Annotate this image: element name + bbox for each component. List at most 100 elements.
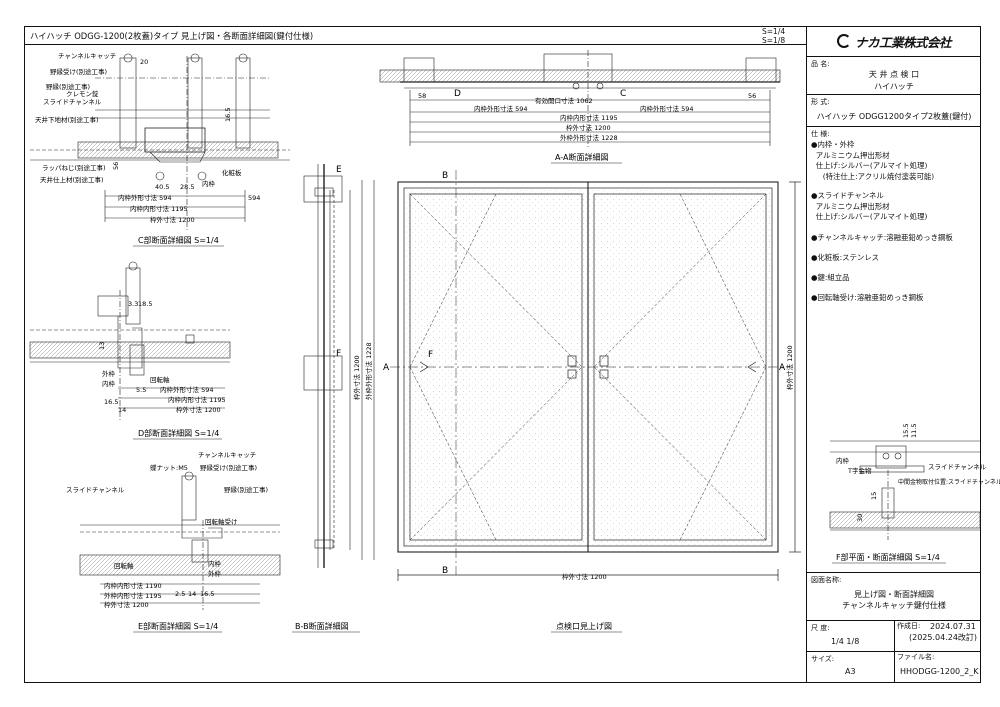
drawing-name-line2: チャンネルキャッチ鍵付仕様 xyxy=(842,601,946,610)
c-label-deco-plate: 化粧板 xyxy=(222,168,242,177)
aa-section-detail xyxy=(379,50,781,148)
bb-dim-1228: 外枠外形寸法 1228 xyxy=(364,342,373,400)
d-num-13: 13 xyxy=(98,342,106,350)
aa-dim-1062: 有効開口寸法 1062 xyxy=(535,96,593,105)
e-section-detail xyxy=(79,471,281,610)
c-dim-1195: 内枠内形寸法 1195 xyxy=(130,204,188,213)
e-label-nobuchi2: 野縁(別途工事) xyxy=(224,485,268,494)
c-section-detail xyxy=(30,53,290,230)
row-divider xyxy=(807,651,981,652)
drawing-name-label: 図面名称: xyxy=(811,576,842,584)
d-dim-594: 内枠外形寸法 594 xyxy=(160,385,213,394)
c-num-28-5: 28.5 xyxy=(180,183,194,191)
e-num-16-5: 16.5 xyxy=(200,590,214,598)
drawing-header-title: ハイハッチ ODGG-1200(2枚蓋)タイプ 見上げ図・各断面詳細図(鍵付仕様… xyxy=(30,31,314,41)
plan-dim-bottom: 枠外寸法 1200 xyxy=(562,572,607,581)
spec-item-slide-channel: ●スライドチャンネル アルミニウム押出形材 仕上げ:シルバー(アルマイト処理) xyxy=(811,191,928,222)
product-name-line2: ハイハッチ xyxy=(874,82,914,91)
header-scale-2: S=1/8 xyxy=(762,36,786,45)
model-label: 形 式: xyxy=(811,98,830,106)
date-value: 2024.07.31 xyxy=(930,622,976,631)
c-dim-594: 内枠外形寸法 594 xyxy=(118,193,171,202)
e-label-bearing: 回転軸受け xyxy=(205,517,238,526)
e-num-14: 14 xyxy=(188,590,196,598)
scale-value: 1/4 1/8 xyxy=(831,637,860,646)
spec-label: 仕 様: xyxy=(811,130,830,138)
d-label-inner: 内枠 xyxy=(102,379,116,388)
e-label-nobuchi: 野縁受け(別途工事) xyxy=(200,463,257,472)
c-num-20: 20 xyxy=(140,58,148,66)
size-label: サイズ: xyxy=(811,655,835,663)
bb-marker-e: E xyxy=(336,165,342,175)
file-label: ファイル名: xyxy=(897,653,935,661)
date-label: 作成日: xyxy=(897,622,921,630)
c-num-56: 56 xyxy=(112,162,120,170)
e-num-2-5: 2.5 xyxy=(175,590,185,598)
c-label-base: 天井下地材(別途工事) xyxy=(35,115,99,124)
f-num-30: 30 xyxy=(856,514,864,522)
d-dim-1200: 枠外寸法 1200 xyxy=(176,405,221,414)
f-num-11-5: 11.5 xyxy=(910,424,918,438)
bb-dim-1200: 枠外寸法 1200 xyxy=(352,355,361,400)
spec-item-lock: ●鍵:組立品 xyxy=(811,273,850,282)
c-label-nobuchi: 野縁受け(別途工事) xyxy=(50,67,107,76)
e-dim-1195: 外枠内形寸法 1195 xyxy=(104,591,162,600)
company-logo: ナカ工業株式会社 xyxy=(807,26,981,56)
size-value: A3 xyxy=(845,667,856,676)
f-label-slide: スライドチャンネル xyxy=(928,463,987,471)
d-label-outer: 外枠 xyxy=(102,369,116,378)
f-num-15-5: 15.5 xyxy=(902,424,910,438)
e-label-outer: 外枠 xyxy=(208,569,222,578)
c-label-inner-frame: 内枠 xyxy=(202,179,216,188)
d-num-14: 14 xyxy=(118,406,126,414)
aa-marker-c: C xyxy=(620,89,626,99)
d-num-16-5: 16.5 xyxy=(104,398,118,406)
f-section-detail xyxy=(829,440,981,540)
c-num-16-5: 16.5 xyxy=(224,108,232,122)
e-dim-1200: 枠外寸法 1200 xyxy=(104,600,149,609)
plan-marker-a-left: A xyxy=(383,363,390,373)
aa-dim-1200: 枠外寸法 1200 xyxy=(566,123,611,132)
spec-item-bearing: ●回転軸受け:溶融亜鉛めっき鋼板 xyxy=(811,293,924,302)
product-name-line1: 天 井 点 検 口 xyxy=(868,70,920,79)
e-label-slide: スライドチャンネル xyxy=(66,486,125,494)
d-dim-1195: 内枠内形寸法 1195 xyxy=(168,395,226,404)
aa-caption: A-A断面詳細図 xyxy=(555,152,608,162)
header-divider xyxy=(24,44,806,45)
c-num-594: 594 xyxy=(248,194,260,202)
c-dim-1200: 枠外寸法 1200 xyxy=(150,215,195,224)
row-divider xyxy=(807,126,981,127)
drawing-sheet xyxy=(24,26,981,683)
scale-label: 尺 度: xyxy=(811,624,830,632)
plan-marker-b-bottom: B xyxy=(442,566,448,576)
e-label-shaft: 回転軸 xyxy=(114,561,134,570)
plan-marker-a-right: A xyxy=(779,363,786,373)
bb-marker-f: F xyxy=(336,349,341,359)
c-label-screw: ラッパねじ(別途工事) xyxy=(42,163,106,172)
name-label: 品 名: xyxy=(811,60,830,68)
c-label-nobuchi2: 野縁(別途工事) xyxy=(46,82,90,91)
drawing-name-line1: 見上げ図・断面詳細図 xyxy=(854,590,934,599)
bb-section-detail xyxy=(303,164,375,568)
plan-view xyxy=(390,170,801,581)
aa-dim-594-right: 内枠外形寸法 594 xyxy=(640,104,693,113)
plan-marker-f: F xyxy=(428,350,433,360)
f-label-middle: 中間金物取付位置:スライドチャンネル xyxy=(898,478,1000,486)
spec-item-frame: ●内枠・外枠 アルミニウム押出形材 仕上げ:シルバー(アルマイト処理) (特注仕… xyxy=(811,140,935,181)
f-label-inner: 内枠 xyxy=(836,456,850,465)
aa-num-56: 56 xyxy=(748,92,756,100)
d-label-bearing: 回転軸 xyxy=(150,375,170,384)
plan-marker-b-top: B xyxy=(442,171,448,181)
row-divider xyxy=(807,56,981,57)
model-name: ハイハッチ ODGG1200タイプ2枚蓋(鍵付) xyxy=(816,112,972,121)
header-scale-1: S=1/4 xyxy=(762,27,786,36)
c-caption: C部断面詳細図 S=1/4 xyxy=(138,235,219,245)
d-num-18-5: 18.5 xyxy=(138,300,152,308)
aa-marker-d: D xyxy=(454,89,461,99)
plan-dim-right: 枠外寸法 1200 xyxy=(785,345,794,390)
aa-num-58: 58 xyxy=(418,92,426,100)
e-label-nut: 蝶ナット:M5 xyxy=(150,463,188,472)
f-num-15: 15 xyxy=(870,492,878,500)
title-block: ナカ工業株式会社 品 名: 天 井 点 検 口 ハイハッチ 形 式: ハイハッチ… xyxy=(806,26,981,683)
